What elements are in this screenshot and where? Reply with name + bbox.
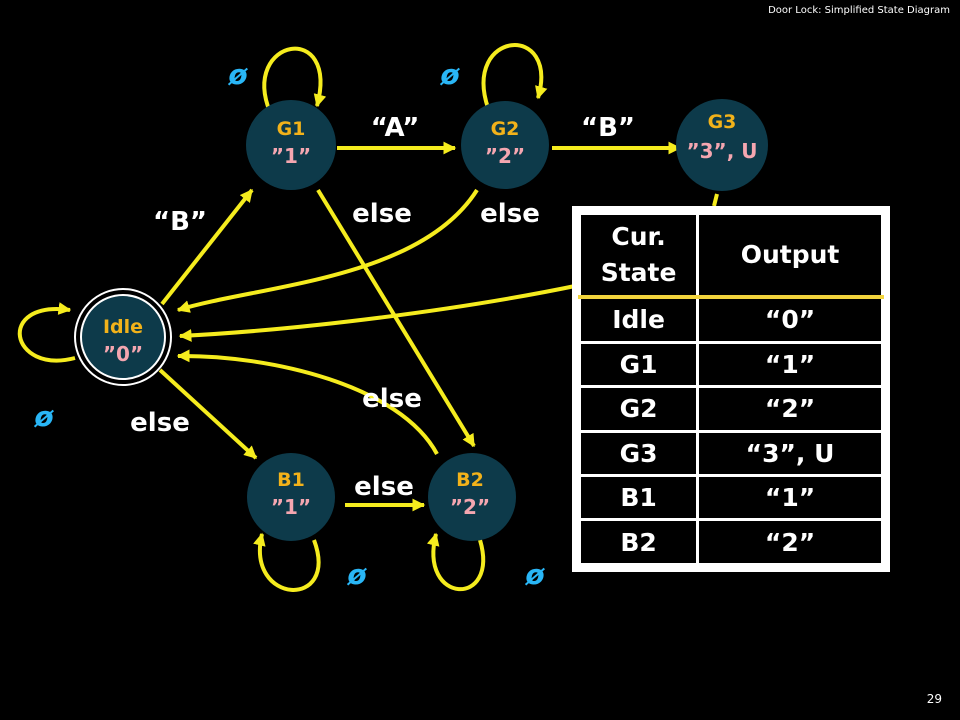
table-row: G3 “3”, U — [577, 429, 884, 478]
header-cur-state: Cur. State — [577, 212, 700, 299]
state-name: Idle — [103, 316, 143, 338]
state-output: ”2” — [485, 144, 525, 168]
cell-state: G3 — [577, 429, 700, 478]
table-row: B2 “2” — [577, 518, 884, 566]
edge-idle-to-b1 — [158, 368, 258, 460]
state-output: ”2” — [450, 495, 490, 519]
cell-output: “3”, U — [696, 429, 884, 478]
slide-title: Door Lock: Simplified State Diagram — [768, 5, 950, 16]
header-output: Output — [696, 212, 884, 299]
table-row: Idle “0” — [577, 295, 884, 344]
state-g2: G2 ”2” — [461, 101, 549, 189]
edge-label-idle-b1: else — [130, 408, 190, 438]
state-name: B2 — [456, 469, 484, 491]
edge-label-idle-g1: “B” — [153, 207, 207, 237]
state-output: ”3”, U — [686, 139, 757, 163]
cell-output: “1” — [696, 474, 884, 522]
cell-state: B2 — [577, 518, 700, 566]
cell-output: “2” — [696, 385, 884, 433]
null-symbol-g2: ø — [439, 58, 460, 91]
edge-label-b1-b2: else — [354, 472, 414, 502]
null-symbol-b1: ø — [346, 558, 367, 591]
state-name: B1 — [277, 469, 305, 491]
state-output: ”0” — [103, 342, 143, 366]
edge-g3-to-idle — [178, 283, 581, 342]
output-table: Cur. State Output Idle “0” G1 “1” G2 “2”… — [572, 206, 890, 572]
cell-state: B1 — [577, 474, 700, 522]
self-loop-b1 — [253, 532, 321, 592]
edge-g3-stub — [712, 193, 719, 207]
state-name: G2 — [491, 118, 520, 140]
cell-output: “1” — [696, 340, 884, 389]
edge-label-g2-idle: else — [480, 199, 540, 229]
table-row: G2 “2” — [577, 385, 884, 433]
edge-label-b2-idle: else — [362, 384, 422, 414]
edge-label-g2-g3: “B” — [581, 113, 635, 143]
state-b1: B1 ”1” — [247, 453, 335, 541]
table-row: B1 “1” — [577, 474, 884, 522]
edge-g2-to-idle — [176, 188, 479, 313]
edge-g1-to-b2 — [316, 188, 476, 448]
cell-state: Idle — [577, 295, 700, 344]
state-output: ”1” — [271, 144, 311, 168]
cell-state: G2 — [577, 385, 700, 433]
self-loop-idle — [17, 302, 76, 363]
self-loop-b2 — [426, 532, 486, 592]
self-loop-g2 — [481, 43, 548, 109]
state-name: G3 — [708, 111, 737, 133]
null-symbol-g1: ø — [227, 58, 248, 91]
state-g3: G3 ”3”, U — [676, 99, 768, 191]
state-name: G1 — [277, 118, 306, 140]
state-output: ”1” — [271, 495, 311, 519]
null-symbol-idle: ø — [33, 400, 54, 433]
edge-idle-to-g1 — [160, 188, 254, 306]
cell-output: “2” — [696, 518, 884, 566]
state-g1: G1 ”1” — [246, 100, 336, 190]
edge-label-g1-g2: “A” — [371, 113, 420, 143]
state-b2: B2 ”2” — [428, 453, 516, 541]
null-symbol-b2: ø — [524, 558, 545, 591]
edge-b2-to-idle — [176, 349, 439, 455]
edge-label-g1-b2: else — [352, 199, 412, 229]
state-idle: Idle ”0” — [74, 288, 172, 386]
page-number: 29 — [926, 692, 942, 706]
self-loop-g1 — [262, 46, 327, 113]
table-row: G1 “1” — [577, 340, 884, 389]
cell-output: “0” — [696, 295, 884, 344]
cell-state: G1 — [577, 340, 700, 389]
